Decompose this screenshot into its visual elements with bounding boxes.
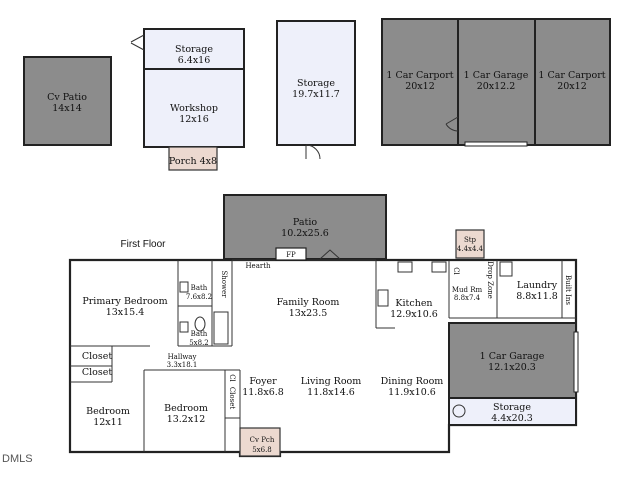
- storage-attached-name: Storage: [493, 402, 531, 413]
- living-room-name: Living Room: [301, 376, 362, 387]
- garage-detached-name: 1 Car Garage: [464, 70, 529, 81]
- living-room-dims: 11.8x14.6: [307, 387, 355, 398]
- dining-room-name: Dining Room: [381, 376, 444, 387]
- bedroom-2-name: Bedroom: [164, 403, 208, 414]
- workshop-door-icon: [130, 34, 145, 51]
- drop-zone-label: Drop Zone: [486, 261, 494, 299]
- primary-bedroom-dims: 13x15.4: [106, 307, 145, 318]
- fireplace-label: FP: [286, 251, 296, 259]
- patio-door-icon: [319, 249, 341, 260]
- cl-kitchen-label: Cl: [452, 267, 460, 275]
- patio-name: Patio: [293, 217, 317, 228]
- cv-pch-name: Cv Pch: [250, 436, 275, 444]
- closet-2-label: Closet: [82, 367, 113, 378]
- carport-left-name: 1 Car Carport: [386, 70, 453, 81]
- laundry-dims: 8.8x11.8: [516, 291, 558, 302]
- primary-bedroom-name: Primary Bedroom: [82, 296, 167, 307]
- porch-area: [168, 146, 218, 171]
- carport-left-area: [381, 18, 459, 146]
- kitchen-fixtures: [377, 261, 513, 307]
- watermark-label: DMLS: [2, 453, 33, 465]
- closet-foyer-label: Closet: [228, 387, 236, 410]
- water-heater-icon: [452, 404, 466, 418]
- family-room-dims: 13x23.5: [289, 308, 328, 319]
- kitchen-dims: 12.9x10.6: [390, 309, 438, 320]
- bedroom-1-dims: 12x11: [93, 417, 123, 428]
- patio-dims: 10.2x25.6: [281, 228, 329, 239]
- bedroom-2-dims: 13.2x12: [167, 414, 206, 425]
- family-room-name: Family Room: [277, 297, 340, 308]
- cv-patio-name: Cv Patio: [47, 92, 87, 103]
- storage-attached-area: [448, 397, 577, 426]
- hallway-name: Hallway: [168, 353, 197, 361]
- bath-2-name: Bath: [191, 330, 208, 338]
- foyer-name: Foyer: [249, 376, 277, 387]
- laundry-name: Laundry: [517, 280, 558, 291]
- bath-1-dims: 7.6x8.2: [186, 293, 212, 301]
- storage-small-name: Storage: [175, 44, 213, 55]
- storage-large-area: [276, 20, 356, 146]
- mud-rm-name: Mud Rm: [452, 286, 483, 294]
- mud-rm-dims: 8.8x7.4: [454, 294, 481, 302]
- cl-foyer-label: Cl: [228, 374, 236, 382]
- stp-name: Stp: [464, 236, 477, 244]
- cv-patio-area: [23, 56, 112, 146]
- shower-label: Shower: [220, 271, 228, 299]
- garage-detached-side-door-icon: [445, 116, 459, 132]
- porch-label: Porch 4x8: [169, 156, 217, 167]
- carport-left-dims: 20x12: [405, 81, 435, 92]
- foyer-dims: 11.8x6.8: [242, 387, 284, 398]
- fireplace: [275, 247, 307, 261]
- storage-large-dims: 19.7x11.7: [292, 89, 340, 100]
- garage-attached-dims: 12.1x20.3: [488, 362, 536, 373]
- built-ins-label: Built Ins: [564, 275, 572, 305]
- bath-fixtures: [179, 281, 229, 345]
- bath-2-dims: 5x8.2: [189, 339, 209, 347]
- storage-small-dims: 6.4x16: [178, 55, 211, 66]
- floor-label: First Floor: [121, 239, 167, 250]
- cv-patio-dims: 14x14: [52, 103, 82, 114]
- cv-pch-area: [239, 427, 281, 457]
- cv-pch-dims: 5x6.8: [252, 446, 272, 454]
- hearth-label: Hearth: [245, 262, 271, 270]
- garage-attached-name: 1 Car Garage: [480, 351, 545, 362]
- storage-large-door-icon: [305, 144, 321, 160]
- stp-area: [455, 229, 485, 259]
- bedroom-1-name: Bedroom: [86, 406, 130, 417]
- carport-right-dims: 20x12: [557, 81, 587, 92]
- hallway-dims: 3.3x18.1: [167, 361, 198, 369]
- dining-room-dims: 11.9x10.6: [388, 387, 436, 398]
- garage-detached-door: [464, 141, 528, 147]
- workshop-dims: 12x16: [179, 114, 209, 125]
- storage-attached-dims: 4.4x20.3: [491, 413, 533, 424]
- workshop-name: Workshop: [170, 103, 218, 114]
- garage-detached-dims: 20x12.2: [477, 81, 516, 92]
- storage-large-name: Storage: [297, 78, 335, 89]
- bath-1-name: Bath: [191, 284, 208, 292]
- carport-right-area: [534, 18, 611, 146]
- carport-right-name: 1 Car Carport: [538, 70, 605, 81]
- closet-1-label: Closet: [82, 351, 113, 362]
- stp-dims: 4.4x4.4: [457, 245, 484, 253]
- garage-attached-door: [573, 331, 579, 393]
- kitchen-name: Kitchen: [395, 298, 432, 309]
